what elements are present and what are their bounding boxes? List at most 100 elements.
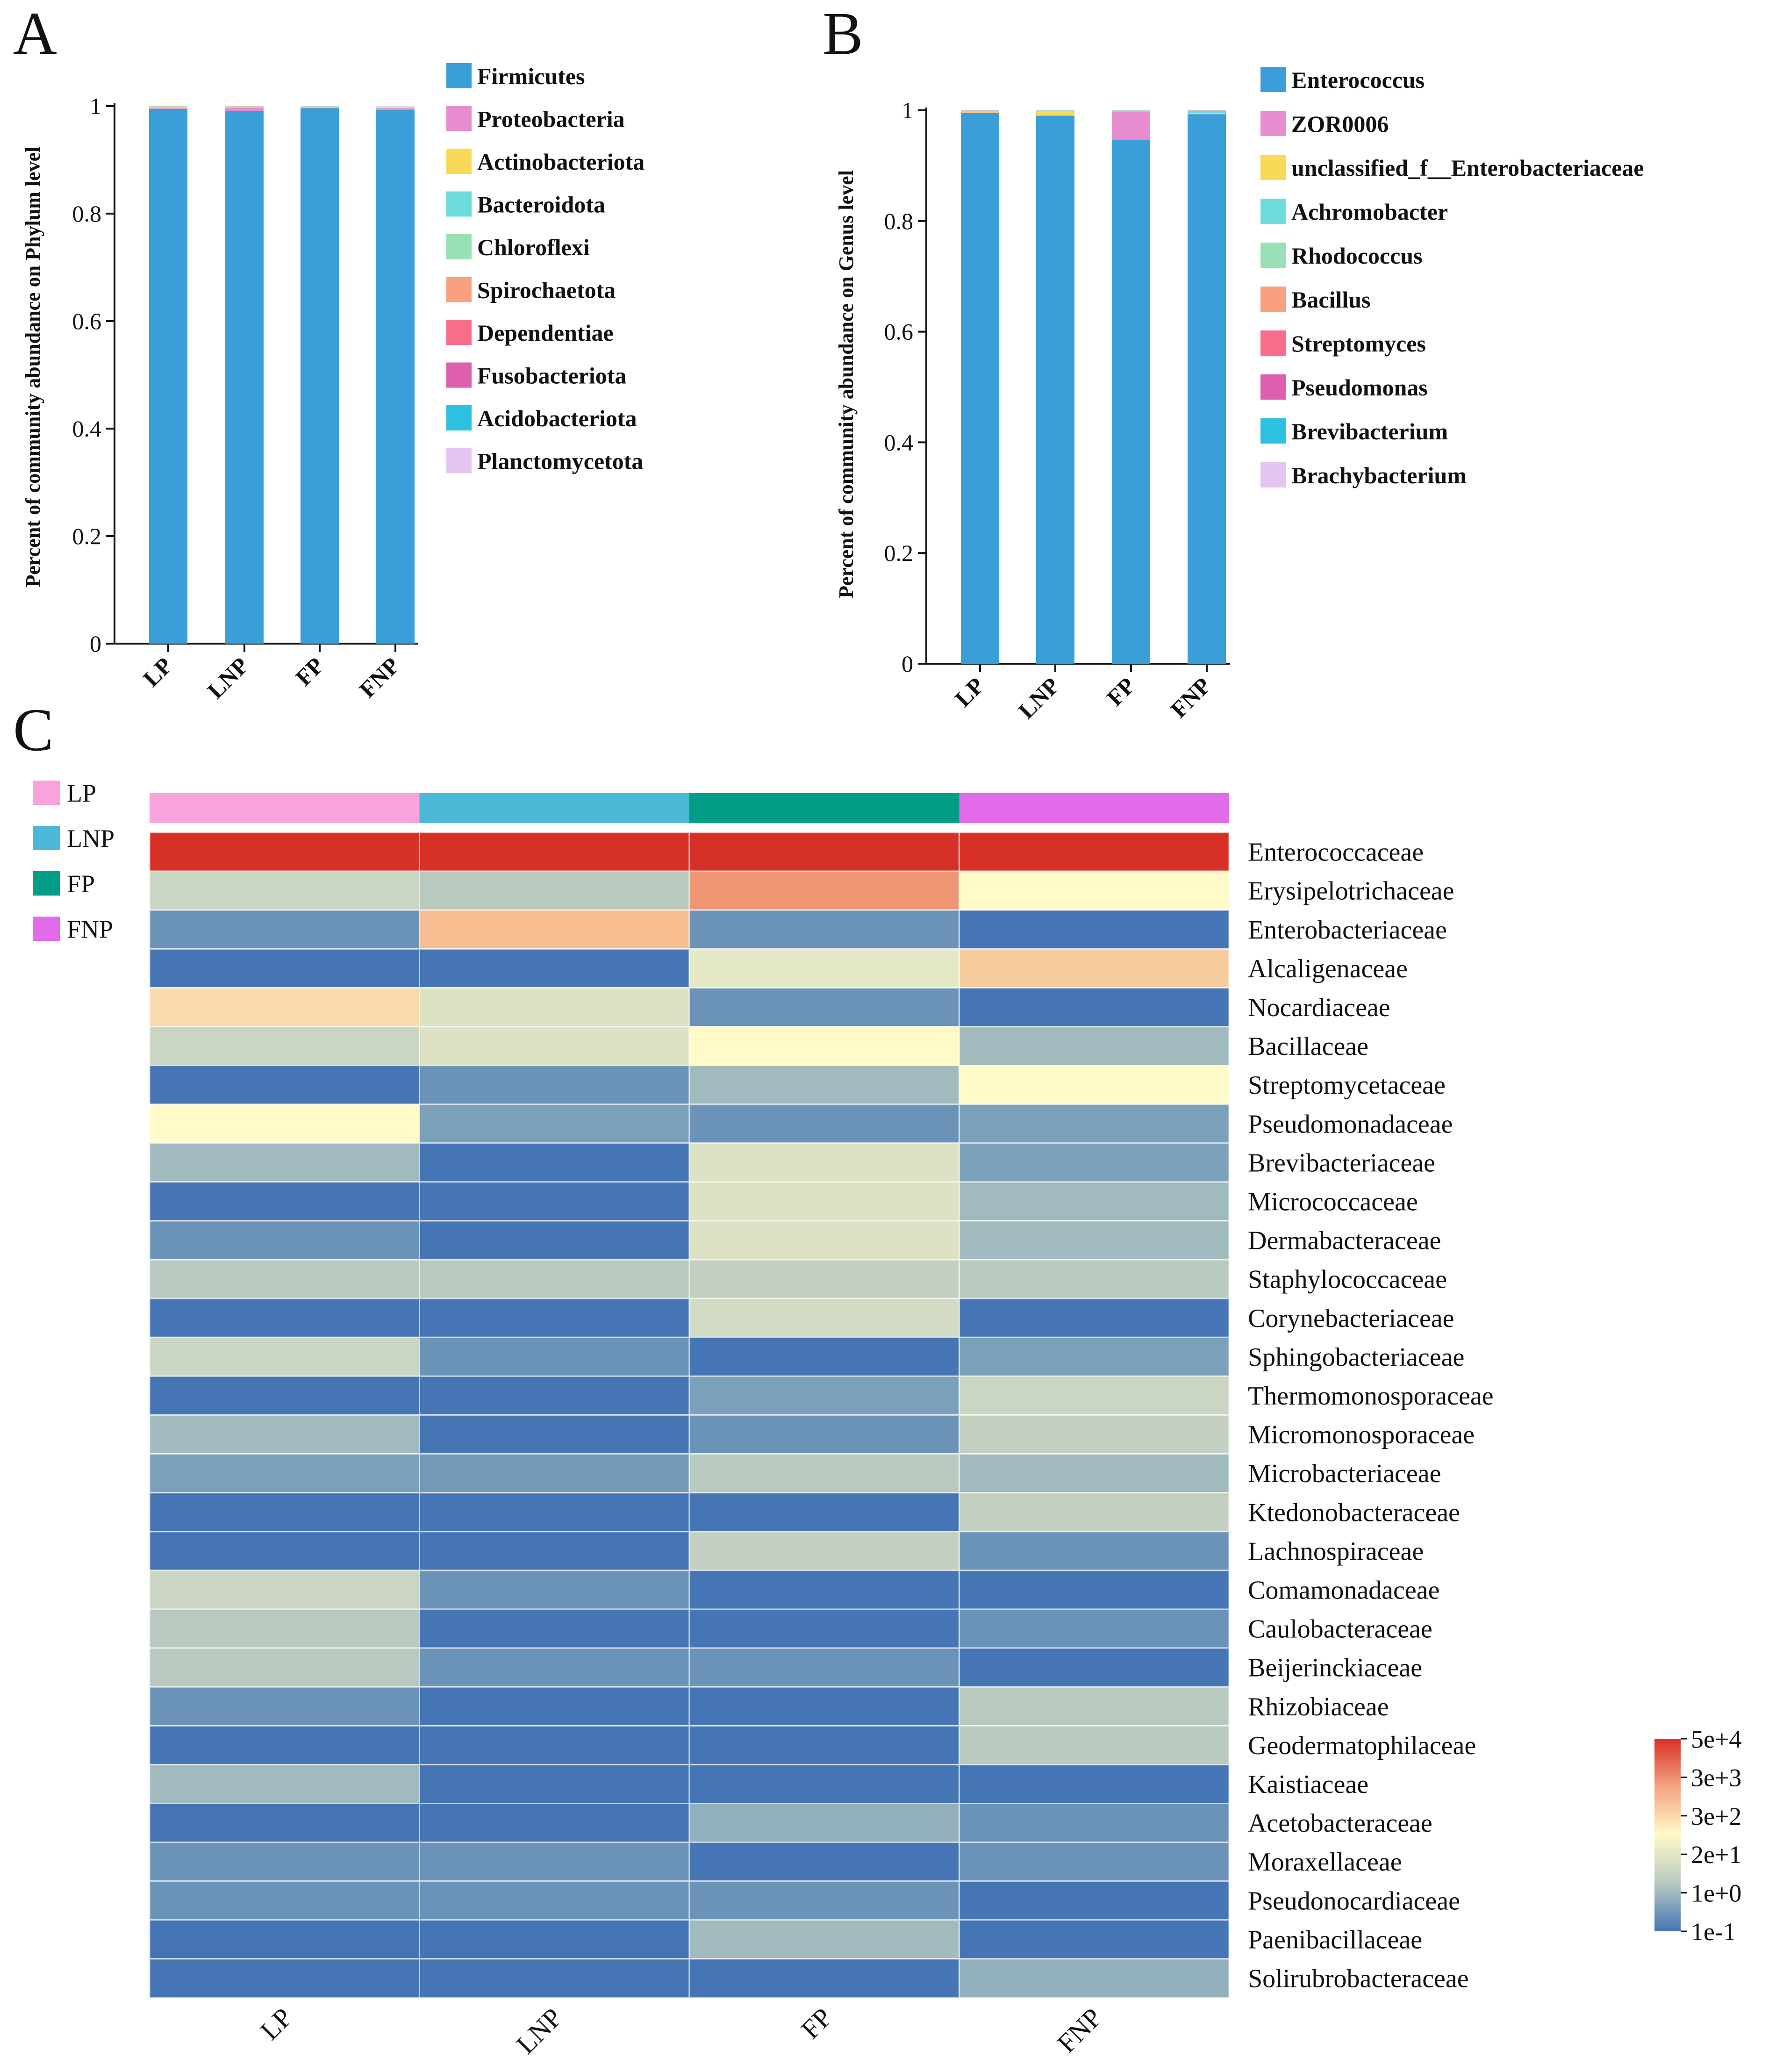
heatmap-cell <box>688 1608 960 1649</box>
heatmap-cell <box>959 1181 1230 1222</box>
row-label: Kaistiaceae <box>1248 1770 1368 1799</box>
legend-label: Actinobacteriota <box>477 149 644 175</box>
heatmap-cell <box>149 1026 420 1067</box>
bar-segment-FNP-0 <box>1188 114 1226 664</box>
row-label: Bacillaceae <box>1248 1032 1368 1061</box>
heatmap-cell <box>959 1647 1230 1688</box>
heatmap-cell <box>149 1919 420 1960</box>
row-label: Beijerinckiaceae <box>1248 1654 1422 1683</box>
colorbar-label: 3e+2 <box>1691 1802 1741 1830</box>
heatmap-cell <box>149 1880 420 1921</box>
legend-swatch <box>1260 243 1286 268</box>
row-label: Brevibacteriaceae <box>1248 1148 1435 1177</box>
heatmap-colorbar: 5e+43e+33e+22e+11e+01e-1 <box>1654 1725 1741 1946</box>
group-color-bar <box>150 793 1229 823</box>
heatmap-cell <box>959 909 1230 950</box>
heatmap-cell <box>959 1336 1230 1377</box>
phylum-bar-chart: Percent of community abundance on Phylum… <box>21 63 644 703</box>
column-label-FP: FP <box>795 2002 838 2045</box>
row-label: Corynebacteriaceae <box>1248 1304 1454 1333</box>
row-label: Lachnospiraceae <box>1248 1537 1424 1566</box>
heatmap-cell <box>149 987 420 1027</box>
heatmap-cell <box>688 1375 960 1416</box>
phylum-y-axis-label: Percent of community abundance on Phylum… <box>21 147 44 588</box>
heatmap-cell <box>959 1608 1230 1649</box>
heatmap-cell <box>419 1725 690 1765</box>
heatmap-cell <box>419 1570 690 1610</box>
heatmap-cell <box>149 1608 420 1649</box>
heatmap-cell <box>419 1453 690 1494</box>
x-tick-label-LP: LP <box>950 672 989 712</box>
y-tick-label: 0.6 <box>72 308 102 334</box>
heatmap-cell <box>959 1764 1230 1804</box>
heatmap-cell <box>688 832 960 872</box>
row-label: Paenibacillaceae <box>1248 1925 1422 1954</box>
heatmap-cell <box>688 1492 960 1533</box>
legend-swatch <box>1260 199 1286 224</box>
heatmap-cell <box>149 1375 420 1416</box>
row-label: Microbacteriaceae <box>1248 1459 1441 1488</box>
heatmap-cell <box>688 1026 960 1067</box>
bar-segment-LP-0 <box>961 113 999 664</box>
heatmap-cell <box>419 1647 690 1688</box>
heatmap-cell <box>959 1104 1230 1144</box>
heatmap-cell <box>688 870 960 911</box>
colorbar-label: 1e-1 <box>1691 1918 1736 1946</box>
legend-label: Rhodococcus <box>1291 243 1423 269</box>
legend-label: Bacteroidota <box>477 192 605 218</box>
heatmap-cell <box>149 1842 420 1882</box>
heatmap-cell <box>149 1531 420 1571</box>
heatmap-cell <box>959 1492 1230 1533</box>
y-tick-label: 0.8 <box>72 201 102 227</box>
column-label-FNP: FNP <box>1051 2002 1108 2058</box>
y-tick-label: 0 <box>902 651 913 677</box>
row-label: Nocardiaceae <box>1248 993 1390 1022</box>
heatmap-cell <box>149 1065 420 1105</box>
heatmap-cell <box>419 1492 690 1533</box>
heatmap-cell <box>959 870 1230 911</box>
y-tick-label: 0.6 <box>884 319 914 345</box>
group-bar-FP <box>689 793 960 823</box>
bar-segment-FP-0 <box>1112 140 1150 664</box>
legend-swatch <box>446 149 472 174</box>
phylum-legend: FirmicutesProteobacteriaActinobacteriota… <box>446 63 644 474</box>
bar-segment-LNP-1 <box>225 108 264 111</box>
heatmap-cell <box>419 1880 690 1921</box>
legend-label: Proteobacteria <box>477 106 625 132</box>
legend-label: Fusobacteriota <box>477 363 626 389</box>
row-label: Streptomycetaceae <box>1248 1071 1446 1100</box>
heatmap-cell <box>959 1880 1230 1921</box>
heatmap-cell <box>959 948 1230 989</box>
legend-swatch <box>446 448 472 473</box>
heatmap-cell <box>149 909 420 950</box>
legend-label: ZOR0006 <box>1291 111 1389 137</box>
legend-label: Bacillus <box>1291 287 1370 313</box>
legend-swatch <box>446 63 472 88</box>
legend-swatch <box>446 362 472 388</box>
row-label: Caulobacteraceae <box>1248 1615 1432 1644</box>
legend-swatch <box>446 277 472 302</box>
row-label: Solirubrobacteraceae <box>1248 1964 1469 1993</box>
bar-segment-FNP-3 <box>376 107 415 108</box>
y-tick-label: 1 <box>90 93 101 119</box>
group-bar-LNP <box>419 793 689 823</box>
row-label: Erysipelotrichaceae <box>1248 877 1454 906</box>
bar-segment-LP-0 <box>149 108 187 644</box>
heatmap-cell <box>959 1725 1230 1765</box>
heatmap-cell <box>688 1880 960 1921</box>
legend-swatch <box>1260 330 1286 356</box>
heatmap-cell <box>688 1803 960 1843</box>
legend-swatch <box>1260 374 1286 400</box>
heatmap-cell <box>688 1842 960 1882</box>
heatmap-cell <box>419 1686 690 1727</box>
heatmap-cell <box>419 1375 690 1416</box>
heatmap-cells <box>149 832 1230 1999</box>
heatmap-cell <box>688 1453 960 1494</box>
bar-segment-LP-1 <box>149 108 187 109</box>
heatmap-cell <box>688 1065 960 1105</box>
heatmap-cell <box>688 1647 960 1688</box>
heatmap-cell <box>688 1570 960 1610</box>
